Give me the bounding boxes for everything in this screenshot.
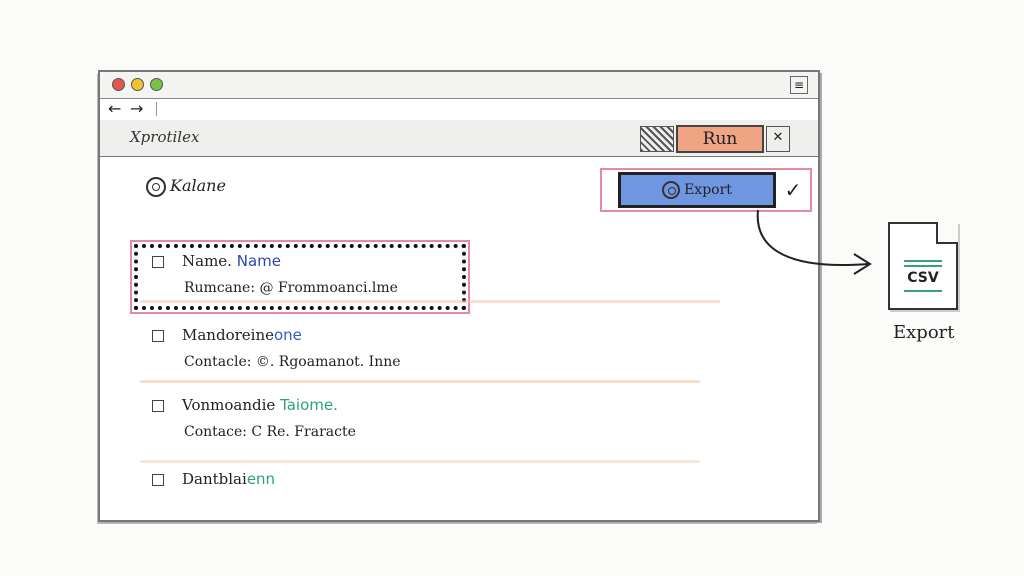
record-name: Vonmoandie [182, 396, 276, 414]
run-button[interactable]: Run [676, 125, 764, 153]
record-name: Mandoreine [182, 326, 274, 344]
record-name-accent: Name [236, 252, 281, 270]
selection-marquee [134, 244, 466, 310]
divider [140, 460, 700, 463]
record-detail: Rumcane: @ Frommoanci.lme [184, 280, 398, 296]
doc-line [904, 290, 942, 292]
maximize-window-button[interactable] [150, 78, 163, 91]
record-detail: Contacle: ©. Rgoamanot. Inne [184, 354, 401, 370]
record-name: Name. [182, 252, 232, 270]
record-name-accent: enn [246, 470, 276, 488]
target-icon [146, 176, 166, 197]
row-checkbox[interactable] [152, 255, 164, 268]
csv-file-type: CSV [907, 270, 939, 286]
export-button-label: Export [684, 182, 732, 198]
list-item[interactable]: Mandoreineone Contacle: ©. Rgoamanot. In… [152, 326, 401, 370]
doc-line [904, 265, 942, 267]
app-title: Xprotilex [130, 128, 200, 146]
toolbar: Xprotilex Run ✕ [100, 120, 818, 157]
export-caption: Export [893, 322, 955, 343]
window-menu-icon[interactable]: ≡ [790, 76, 808, 94]
back-arrow-icon[interactable]: ← [108, 99, 122, 118]
export-highlight [600, 168, 812, 212]
section-title: Kalane [170, 176, 226, 195]
row-checkbox[interactable] [152, 329, 164, 342]
record-detail: Contace: C Re. Fraracte [184, 424, 356, 440]
record-name: Dantblai [182, 470, 247, 488]
divider [140, 380, 700, 383]
close-icon[interactable]: ✕ [766, 126, 790, 152]
selection-highlight [130, 240, 470, 314]
list-item[interactable]: Vonmoandie Taiome. Contace: C Re. Frarac… [152, 396, 356, 440]
minimize-window-button[interactable] [131, 78, 144, 91]
export-arrow [756, 209, 872, 275]
row-checkbox[interactable] [152, 473, 164, 486]
row-checkbox[interactable] [152, 399, 164, 412]
export-button[interactable]: Export [618, 172, 776, 208]
hatched-tool-icon[interactable] [640, 126, 674, 152]
confirm-check-icon[interactable]: ✓ [784, 178, 802, 202]
address-bar[interactable] [156, 102, 157, 116]
close-window-button[interactable] [112, 78, 125, 91]
forward-arrow-icon[interactable]: → [130, 99, 144, 118]
divider [140, 300, 720, 303]
list-item[interactable]: Dantblaienn [152, 470, 275, 488]
nav-bar: ← → [100, 98, 818, 121]
doc-line [904, 260, 942, 262]
section-header: Kalane [146, 176, 226, 197]
export-circle-icon [662, 181, 681, 199]
record-name-accent: one [273, 326, 302, 344]
record-name-accent: Taiome. [280, 396, 338, 414]
page-fold [936, 222, 958, 244]
csv-file-icon[interactable]: CSV [888, 222, 958, 310]
app-window: ≡ ← → Xprotilex Run ✕ Kalane Export ✓ Na… [98, 70, 820, 522]
list-item[interactable]: Name. Name Rumcane: @ Frommoanci.lme [152, 252, 398, 296]
title-bar: ≡ [100, 72, 818, 99]
